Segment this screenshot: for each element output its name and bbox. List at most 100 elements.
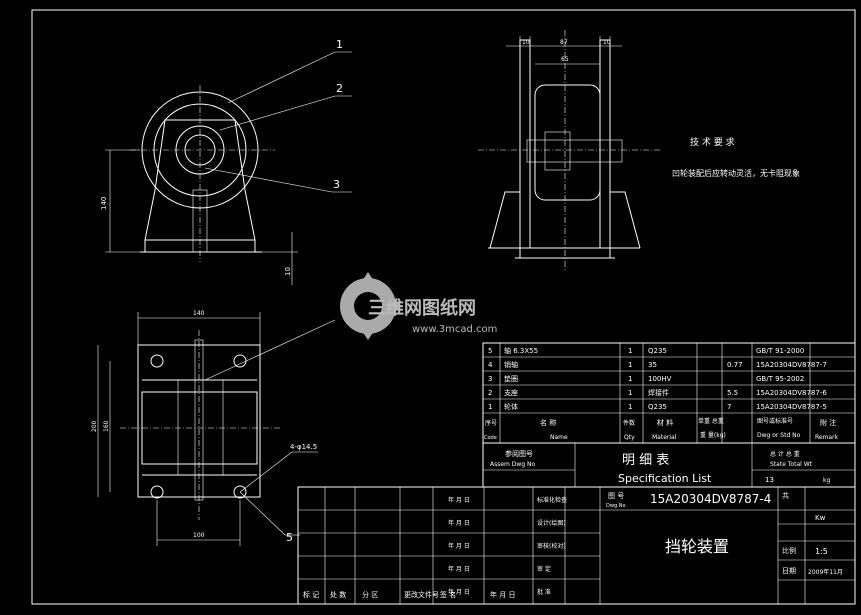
date-label: 日期 [782,567,796,575]
hdr-qty-cn: 件数 [623,419,635,427]
part-qty: 1 [628,389,632,397]
signature-rows: 年 月 日年 月 日年 月 日年 月 日年 月 日标准化检查设计(绘图)审核(校… [448,496,567,596]
part-std: 15A20304DV8787-6 [756,389,827,397]
dim-top-inner: 65 [561,56,569,63]
sig-date: 年 月 日 [448,519,470,527]
plan-view [97,312,336,546]
revision-header-cell: 标 记 [303,590,319,599]
hdr-std-cn: 图号或标准号 [757,417,793,425]
dim-plan-w2: 100 [193,532,205,539]
leader-1: 1 [336,38,343,51]
part-qty: 1 [628,361,632,369]
part-weight: 5.5 [727,389,738,397]
dwg-no-label-cn: 图 号 [608,492,624,500]
total-weight-cn: 总 计 总 重 [770,450,800,458]
part-name: 垫圈 [504,374,518,383]
part-material: Q235 [648,403,667,411]
revision-header-cell: 年 月 日 [490,590,515,599]
part-name: 轮体 [504,402,518,411]
date-value: 2009年11月 [808,568,843,576]
drawing-title: 挡轮装置 [665,537,729,556]
sig-date: 年 月 日 [448,565,470,573]
title-block-grid [297,486,856,605]
part-qty: 1 [628,375,632,383]
revision-header-row: 标 记处 数分 区更改文件号签 名年 月 日 [303,590,515,599]
leader-2: 2 [336,82,343,95]
dim-plan-width: 140 [193,310,205,317]
dim-top-w2: 87 [560,39,568,46]
part-weight: 7 [727,403,731,411]
dim-top-w3: 10 [603,39,611,46]
part-name: 支座 [504,388,518,397]
leader-5: 5 [286,531,293,544]
front-view [105,51,352,285]
hdr-name-cn: 名 称 [540,418,556,427]
revision-header-cell: 签 名 [440,590,456,599]
part-qty: 1 [628,347,632,355]
dim-side-height: 140 [100,197,108,210]
part-no: 2 [488,389,492,397]
hdr-no-en: Code [484,435,497,441]
dim-hole-note: 4-φ14.5 [290,443,317,451]
hdr-qty-en: Qty [624,434,635,441]
dwg-no-label-en: Dwg No [606,503,626,509]
hdr-remark-en: Remark [815,434,839,441]
sheet-label: 共 [782,491,789,500]
part-std: 15A20304DV8787-5 [756,403,827,411]
part-material: Q235 [648,347,667,355]
sig-role: 设计(绘图) [537,519,566,527]
part-weight: 0.77 [727,361,743,369]
watermark-logo [340,272,402,340]
hdr-weight-cn: 单重 总重 [698,417,724,425]
tech-line: 凹轮装配后应转动灵活，无卡阻现象 [672,168,800,178]
part-no: 3 [488,375,492,383]
assem-dwg-en: Assem Dwg No [490,461,536,468]
sig-role: 批 准 [537,588,551,596]
total-weight-value: 13 [765,476,774,484]
watermark-url: www.3mcad.com [412,324,497,335]
dwg-number: 15A20304DV8787-4 [650,492,771,506]
total-weight-en: State Total Wt [770,461,813,468]
sig-date: 年 月 日 [448,542,470,550]
watermark-cn: 三维网图纸网 [368,297,476,319]
part-no: 5 [488,347,492,355]
part-no: 4 [488,361,493,369]
hdr-mat-cn: 材 料 [657,418,673,427]
part-no: 1 [488,403,492,411]
leader-3: 3 [333,178,340,191]
side-view [478,30,660,270]
part-name: 轴 6.3X55 [504,346,538,355]
total-weight-unit: kg [823,477,830,484]
hdr-remark-cn: 附 注 [820,418,836,427]
part-material: 35 [648,361,657,369]
hdr-mat-en: Material [652,434,677,441]
sheet-value: Kw [815,514,826,522]
sig-role: 审核(校对) [537,542,566,550]
assem-dwg-cn: 参阅图号 [505,449,533,458]
dim-plan-h1: 160 [103,420,110,432]
sig-date: 年 月 日 [448,496,470,504]
part-std: GB/T 91-2000 [756,347,804,355]
tech-title: 技 术 要 求 [690,136,735,148]
sig-role: 审 定 [537,565,551,573]
dim-side-base: 10 [284,267,292,276]
hdr-name-en: Name [550,434,568,441]
part-qty: 1 [628,403,632,411]
hdr-no-cn: 序号 [485,419,497,427]
revision-header-cell: 分 区 [362,590,378,599]
spec-list-cn: 明 细 表 [622,453,669,468]
dim-plan-h2: 200 [91,420,98,432]
dim-top-w1: 10 [522,39,530,46]
part-std: GB/T 95-2002 [756,375,804,383]
revision-header-cell: 更改文件号 [404,590,439,599]
hdr-weight-en: 重 量(kg) [700,431,726,439]
part-material: 100HV [648,375,672,383]
scale-value: 1:5 [815,547,828,556]
sig-date: 年 月 日 [448,588,470,596]
part-name: 销轴 [504,360,518,369]
hdr-std-en: Dwg or Std No [757,432,801,439]
sig-role: 标准化检查 [537,496,567,504]
part-std: 15A20304DV8787-7 [756,361,827,369]
